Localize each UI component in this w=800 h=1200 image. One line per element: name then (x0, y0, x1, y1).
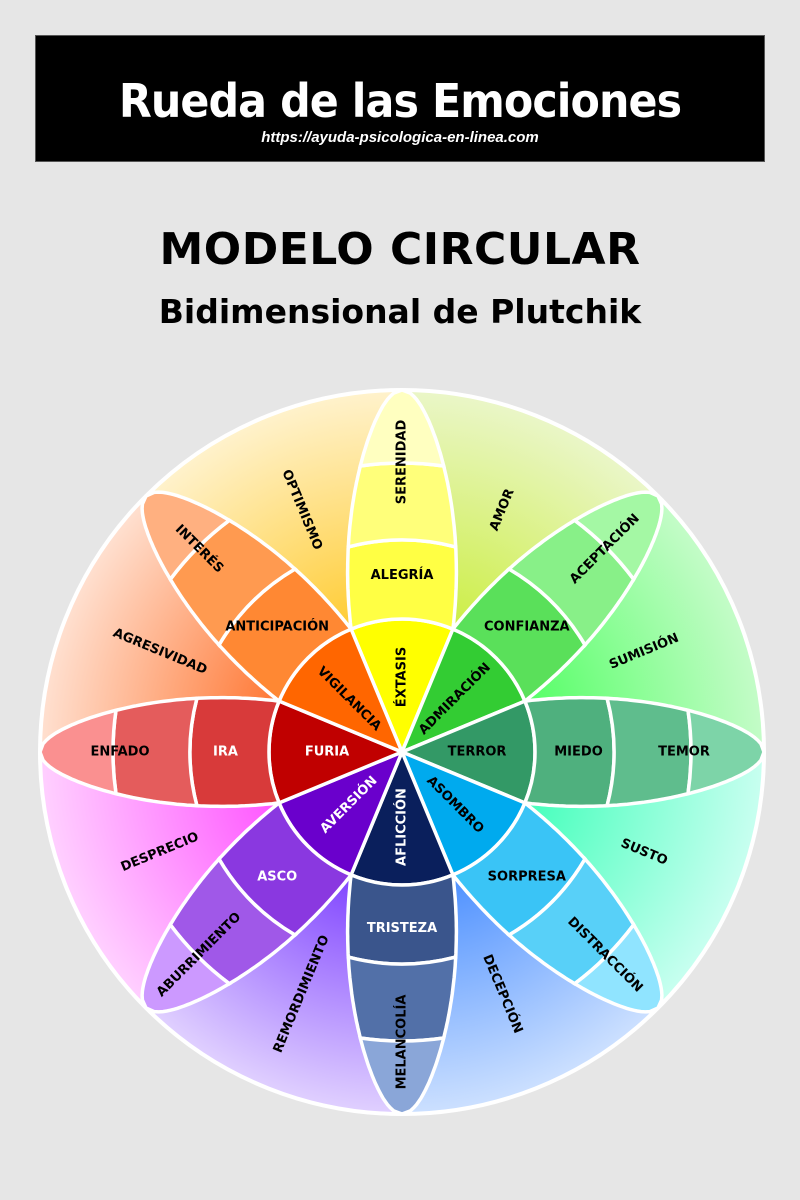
petal-miedo (397, 695, 766, 809)
petal-anticipacion (140, 490, 406, 756)
heading-subtitle: Bidimensional de Plutchik (158, 292, 642, 331)
segment-interes (168, 518, 299, 649)
petal-ira (38, 695, 407, 809)
segment-tip-aceptacion (571, 490, 664, 583)
segment-tip-distraccion (571, 921, 664, 1014)
segment-melancolia (346, 954, 458, 1043)
segment-serenidad (346, 461, 458, 550)
segment-tip-temor (685, 707, 766, 797)
label-extasis: ÉXTASIS (394, 647, 410, 707)
segment-tip-melancolia (357, 1035, 447, 1116)
label-miedo: MIEDO (554, 745, 603, 760)
petal-tristeza (345, 747, 459, 1116)
label-sorpresa: SORPRESA (488, 869, 566, 884)
segment-tip-aburrimiento (140, 921, 233, 1014)
segment-tip-serenidad (357, 388, 447, 469)
label-asco: ASCO (257, 869, 297, 884)
banner-url: https://ayuda-psicologica-en-linea.com (261, 129, 539, 146)
label-ira: IRA (213, 745, 238, 760)
title-banner (35, 35, 765, 162)
segment-alegria (345, 538, 459, 632)
label-melancolia: MELANCOLÍA (394, 995, 410, 1090)
label-temor: TEMOR (658, 745, 710, 760)
petal-confianza (398, 490, 664, 756)
segment-enfado (111, 696, 200, 808)
segment-tip-enfado (38, 707, 119, 797)
label-afliccion: AFLICCIÓN (394, 788, 410, 866)
label-alegria: ALEGRÍA (371, 567, 434, 583)
label-serenidad: SERENIDAD (395, 420, 410, 505)
label-confianza: CONFIANZA (484, 620, 570, 635)
segment-distraccion (505, 855, 636, 986)
petal-layer (38, 388, 766, 1116)
petal-alegria (345, 388, 459, 757)
segment-tristeza (345, 872, 459, 966)
label-enfado: ENFADO (90, 745, 149, 760)
label-tristeza: TRISTEZA (367, 921, 437, 936)
label-terror: TERROR (448, 745, 507, 760)
label-furia: FURIA (305, 745, 349, 760)
segment-tip-interes (140, 490, 233, 583)
segment-temor (604, 696, 693, 808)
heading-model: MODELO CIRCULAR (159, 224, 641, 275)
segment-aburrimiento (168, 855, 299, 986)
petal-sorpresa (398, 748, 664, 1014)
segment-anticipacion (216, 566, 354, 704)
segment-aceptacion (505, 518, 636, 649)
banner-title: Rueda de las Emociones (118, 74, 682, 128)
label-anticipacion: ANTICIPACIÓN (225, 619, 329, 635)
